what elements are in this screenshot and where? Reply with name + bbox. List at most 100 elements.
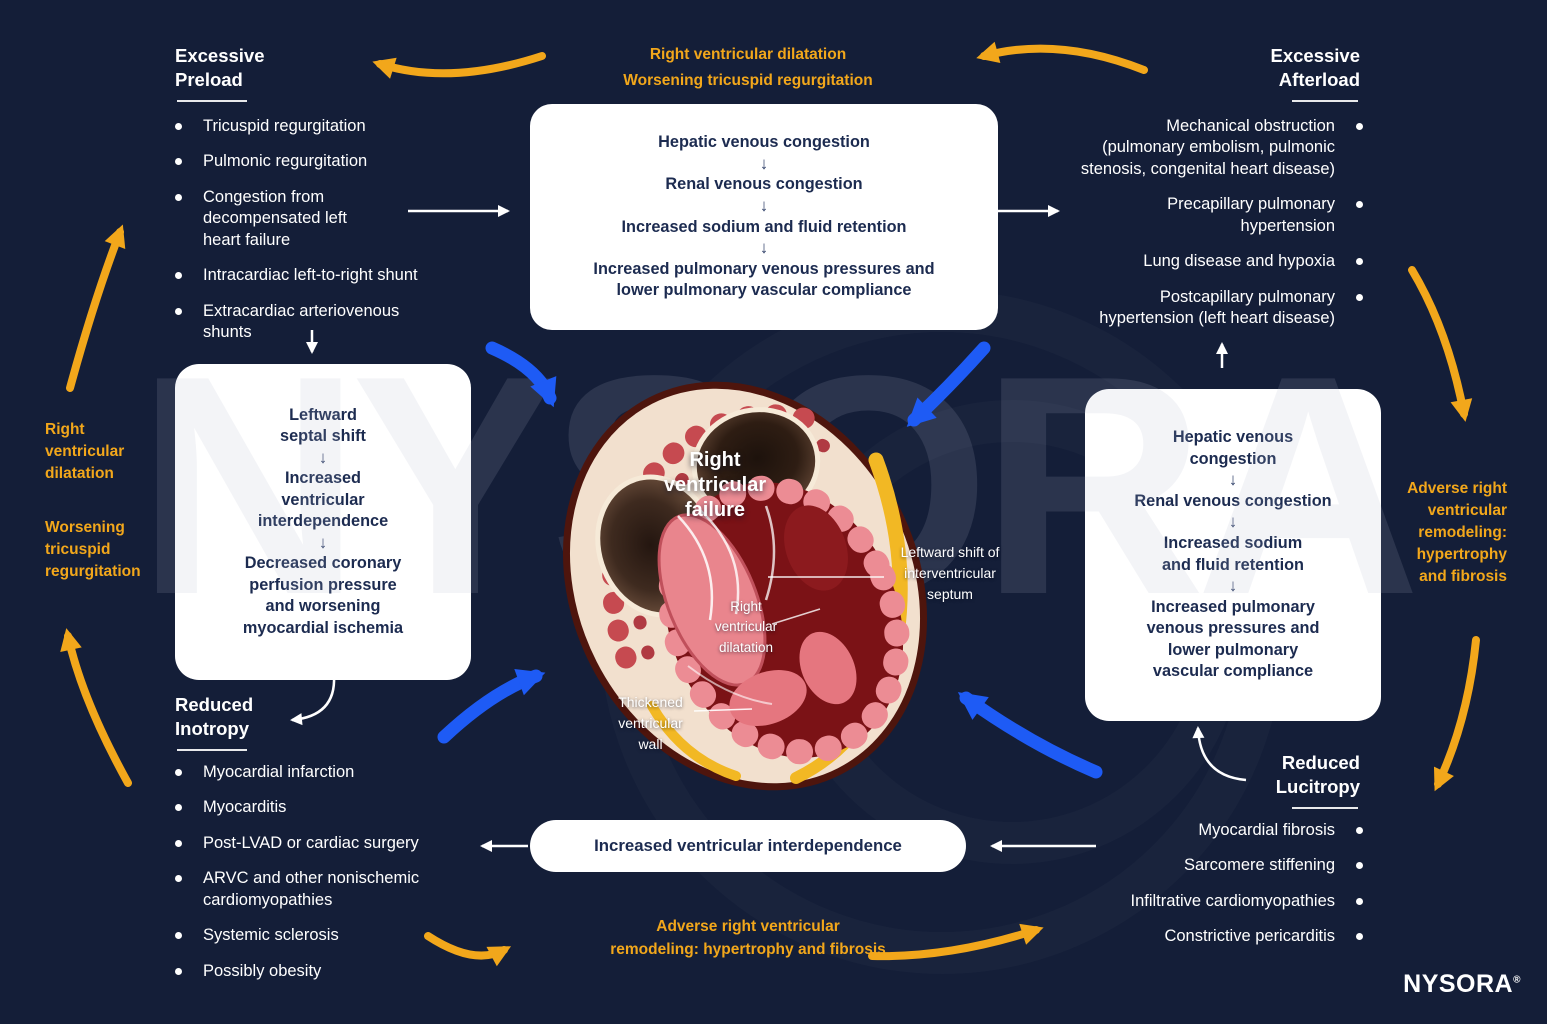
- list-item: Extracardiac arteriovenous shunts: [175, 301, 515, 344]
- septal-shift-cascade-box: ↓ Leftward septal shift ↓ Increased vent…: [175, 364, 471, 680]
- down-arrow-icon: ↓: [759, 153, 769, 173]
- excessive-preload-list: Tricuspid regurgitation Pulmonic regurgi…: [175, 116, 515, 344]
- bullet-dot: [175, 123, 182, 130]
- list-item: Myocarditis: [175, 797, 515, 818]
- bullet-dot: [1356, 201, 1363, 209]
- cascade-step: ↓ Leftward septal shift: [280, 405, 366, 446]
- cascade-step: ↓ Hepatic venous congestion: [658, 133, 870, 152]
- venous-congestion-cascade-box-top: ↓ Hepatic venous congestion ↓ Renal veno…: [530, 104, 998, 330]
- down-arrow-icon: ↓: [759, 238, 769, 258]
- right-cycle-label-remodeling: Adverse right ventricular remodeling: hy…: [1407, 480, 1507, 585]
- list-item: Sarcomere stiffening: [1184, 855, 1363, 876]
- heart-dilatation-label: Right ventricular dilatation: [714, 599, 778, 655]
- down-arrow-icon: ↓: [318, 447, 328, 467]
- blue-arrow-top-left: [485, 341, 557, 408]
- bullet-dot: [1356, 933, 1363, 941]
- bottom-cycle-label-line1: Adverse right ventricular: [656, 918, 840, 935]
- excessive-afterload-list: Mechanical obstruction (pulmonary emboli…: [1003, 116, 1363, 330]
- yellow-arrow-right-down: [1408, 266, 1473, 422]
- list-item: Lung disease and hypoxia: [1143, 251, 1363, 272]
- excessive-preload-underline: [177, 100, 247, 102]
- down-arrow-icon: ↓: [1228, 576, 1238, 596]
- bullet-dot: [175, 769, 182, 776]
- list-item: Intracardiac left-to-right shunt: [175, 265, 515, 286]
- list-item: Systemic sclerosis: [175, 925, 515, 946]
- cascade-step: ↓ Increased ventricular interdependence: [257, 447, 389, 531]
- bullet-dot: [175, 307, 182, 315]
- yellow-arrow-right-lower-down: [1433, 636, 1480, 792]
- list-item: Precapillary pulmonary hypertension: [1167, 194, 1363, 237]
- heart-title-label: Right ventricular failure: [663, 449, 767, 522]
- cascade-step: ↓ Increased pulmonary venous pressures a…: [1146, 576, 1320, 681]
- bullet-dot: [1356, 293, 1363, 301]
- top-cycle-label-line2: Worsening tricuspid regurgitation: [623, 72, 873, 89]
- bullet-dot: [175, 193, 182, 201]
- blue-arrow-bottom-left: [437, 669, 546, 744]
- yellow-arrow-top-left: [372, 52, 546, 79]
- white-arrow-leftbox-to-inotropy: [290, 675, 336, 726]
- left-cycle-label-regurgitation: Worsening tricuspid regurgitation: [45, 519, 141, 580]
- cascade-step: ↓ Decreased coronary perfusion pressure …: [242, 532, 404, 637]
- bullet-dot: [1356, 123, 1363, 130]
- reduced-lucitropy-list: Myocardial fibrosis Sarcomere stiffening…: [1023, 820, 1363, 948]
- heart-anatomy: [563, 381, 927, 791]
- bullet-dot: [1356, 827, 1363, 834]
- venous-congestion-cascade-box-right: ↓ Hepatic venous congestion ↓ Renal veno…: [1085, 389, 1381, 721]
- list-item: Postcapillary pulmonary hypertension (le…: [1099, 287, 1363, 330]
- bullet-dot: [175, 158, 182, 166]
- interdependence-pill-text: Increased ventricular interdependence: [594, 836, 902, 855]
- reduced-lucitropy-title: Reduced Lucitropy: [1275, 752, 1360, 797]
- registered-mark: ®: [1513, 974, 1521, 986]
- nysora-logo-text: NYSORA: [1403, 970, 1514, 998]
- yellow-arrow-top-right: [976, 41, 1148, 74]
- bullet-dot: [175, 967, 182, 975]
- excessive-afterload-title: Excessive Afterload: [1270, 45, 1360, 90]
- yellow-arrow-left-lower-up: [60, 628, 132, 787]
- list-item: Possibly obesity: [175, 961, 515, 982]
- nysora-logo: NYSORA®: [1403, 970, 1521, 999]
- bullet-dot: [175, 875, 182, 883]
- list-item: Myocardial fibrosis: [1198, 820, 1363, 841]
- down-arrow-icon: ↓: [318, 532, 328, 552]
- cascade-step: ↓ Hepatic venous congestion: [1172, 428, 1294, 468]
- bullet-dot: [175, 839, 182, 847]
- chordae: [677, 515, 714, 621]
- list-item: Myocardial infarction: [175, 762, 515, 783]
- reduced-inotropy-underline: [177, 749, 247, 751]
- interdependence-pill-box: Increased ventricular interdependence: [530, 820, 966, 872]
- heart-septum-label: Leftward shift of interventricular septu…: [900, 544, 1000, 602]
- cascade-step: ↓ Increased sodium and fluid retention: [621, 195, 907, 236]
- list-item: Tricuspid regurgitation: [175, 116, 515, 137]
- down-arrow-icon: ↓: [759, 195, 769, 215]
- list-item: Constrictive pericarditis: [1164, 926, 1363, 947]
- cascade-step: ↓ Increased pulmonary venous pressures a…: [593, 238, 935, 300]
- list-item: Mechanical obstruction (pulmonary emboli…: [1081, 116, 1363, 180]
- yellow-arrow-left-up: [66, 224, 126, 392]
- bullet-dot: [1356, 862, 1363, 870]
- trabeculae: [658, 475, 910, 765]
- reduced-inotropy-list: Myocardial infarction Myocarditis Post-L…: [175, 762, 515, 982]
- left-cycle-label-dilatation: Right ventricular dilatation: [45, 421, 125, 482]
- heart-cross-section-illustration: [563, 381, 927, 791]
- bullet-dot: [175, 932, 182, 940]
- bullet-dot: [1356, 897, 1363, 905]
- down-arrow-icon: ↓: [1228, 470, 1238, 490]
- excessive-afterload-underline: [1292, 100, 1358, 102]
- cascade-step: ↓ Renal venous congestion: [665, 153, 863, 194]
- bullet-dot: [175, 272, 182, 280]
- list-item: ARVC and other nonischemic cardiomyopath…: [175, 868, 515, 911]
- down-arrow-icon: ↓: [1228, 512, 1238, 532]
- list-item: Pulmonic regurgitation: [175, 151, 515, 172]
- bullet-dot: [1356, 258, 1363, 266]
- list-item: Congestion from decompensated left heart…: [175, 187, 515, 251]
- reduced-lucitropy-underline: [1292, 807, 1358, 809]
- excessive-preload-title: Excessive Preload: [175, 45, 265, 90]
- reduced-inotropy-title: Reduced Inotropy: [175, 694, 254, 739]
- cascade-step: ↓ Renal venous congestion: [1134, 470, 1332, 510]
- heart-wall-label: Thickened ventricular wall: [618, 694, 683, 752]
- list-item: Post-LVAD or cardiac surgery: [175, 833, 515, 854]
- bottom-cycle-label-line2: remodeling: hypertrophy and fibrosis: [610, 941, 886, 958]
- list-item: Infiltrative cardiomyopathies: [1130, 891, 1363, 912]
- top-cycle-label-line1: Right ventricular dilatation: [649, 46, 847, 63]
